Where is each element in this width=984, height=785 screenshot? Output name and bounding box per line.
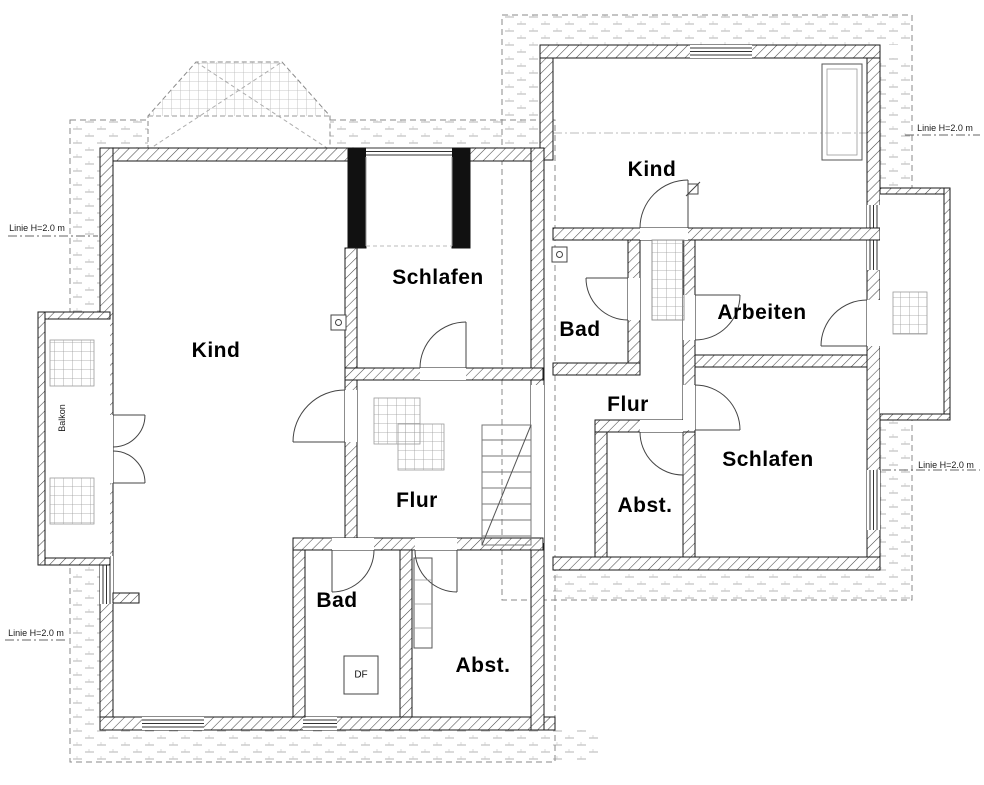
planter-grid — [892, 291, 928, 335]
room-label-schlafen-left: Schlafen — [392, 266, 484, 289]
planter-grid — [49, 477, 95, 525]
room-label-abst-right: Abst. — [617, 494, 673, 517]
df-label: DF — [354, 669, 368, 681]
room-label-kind-right: Kind — [627, 158, 677, 181]
left-block-openings — [100, 385, 544, 730]
planter-grid — [49, 339, 95, 387]
interior-openings-right — [628, 228, 695, 432]
room-label-arbeiten: Arbeiten — [717, 301, 807, 324]
df-box — [343, 655, 379, 695]
room-label-flur-right: Flur — [607, 393, 649, 416]
doors — [112, 179, 868, 593]
wardrobe — [821, 63, 863, 161]
chimney-block — [651, 239, 685, 321]
right-block-walls — [539, 44, 881, 571]
interior-walls-left — [112, 247, 544, 718]
room-label-schlafen-right: Schlafen — [722, 448, 814, 471]
right-balcony — [879, 187, 951, 421]
height-line-label-left-bottom: Linie H=2.0 m — [8, 628, 64, 638]
fixtures — [330, 63, 863, 695]
flur-grid-table — [397, 423, 445, 471]
electrical-symbol — [330, 314, 347, 331]
duct — [413, 557, 433, 649]
balcony-label: Balkon — [57, 404, 67, 432]
height-line-label-right-top: Linie H=2.0 m — [917, 123, 973, 133]
room-label-bad-right: Bad — [559, 318, 601, 341]
interior-openings-left — [332, 368, 466, 550]
room-label-bad-left: Bad — [316, 589, 358, 612]
interior-walls-right — [552, 227, 881, 558]
stairs — [481, 424, 532, 546]
height-line-label-right-mid: Linie H=2.0 m — [918, 460, 974, 470]
room-label-flur-left: Flur — [396, 489, 438, 512]
left-balcony — [37, 311, 111, 566]
height-lines — [5, 132, 980, 641]
room-label-abst-left: Abst. — [455, 654, 511, 677]
gable-bay — [147, 61, 331, 151]
height-line-label-left-top: Linie H=2.0 m — [9, 223, 65, 233]
room-label-kind-left: Kind — [191, 339, 241, 362]
left-block-walls — [99, 147, 556, 731]
electrical-symbol — [551, 246, 568, 263]
dormer — [347, 146, 471, 249]
